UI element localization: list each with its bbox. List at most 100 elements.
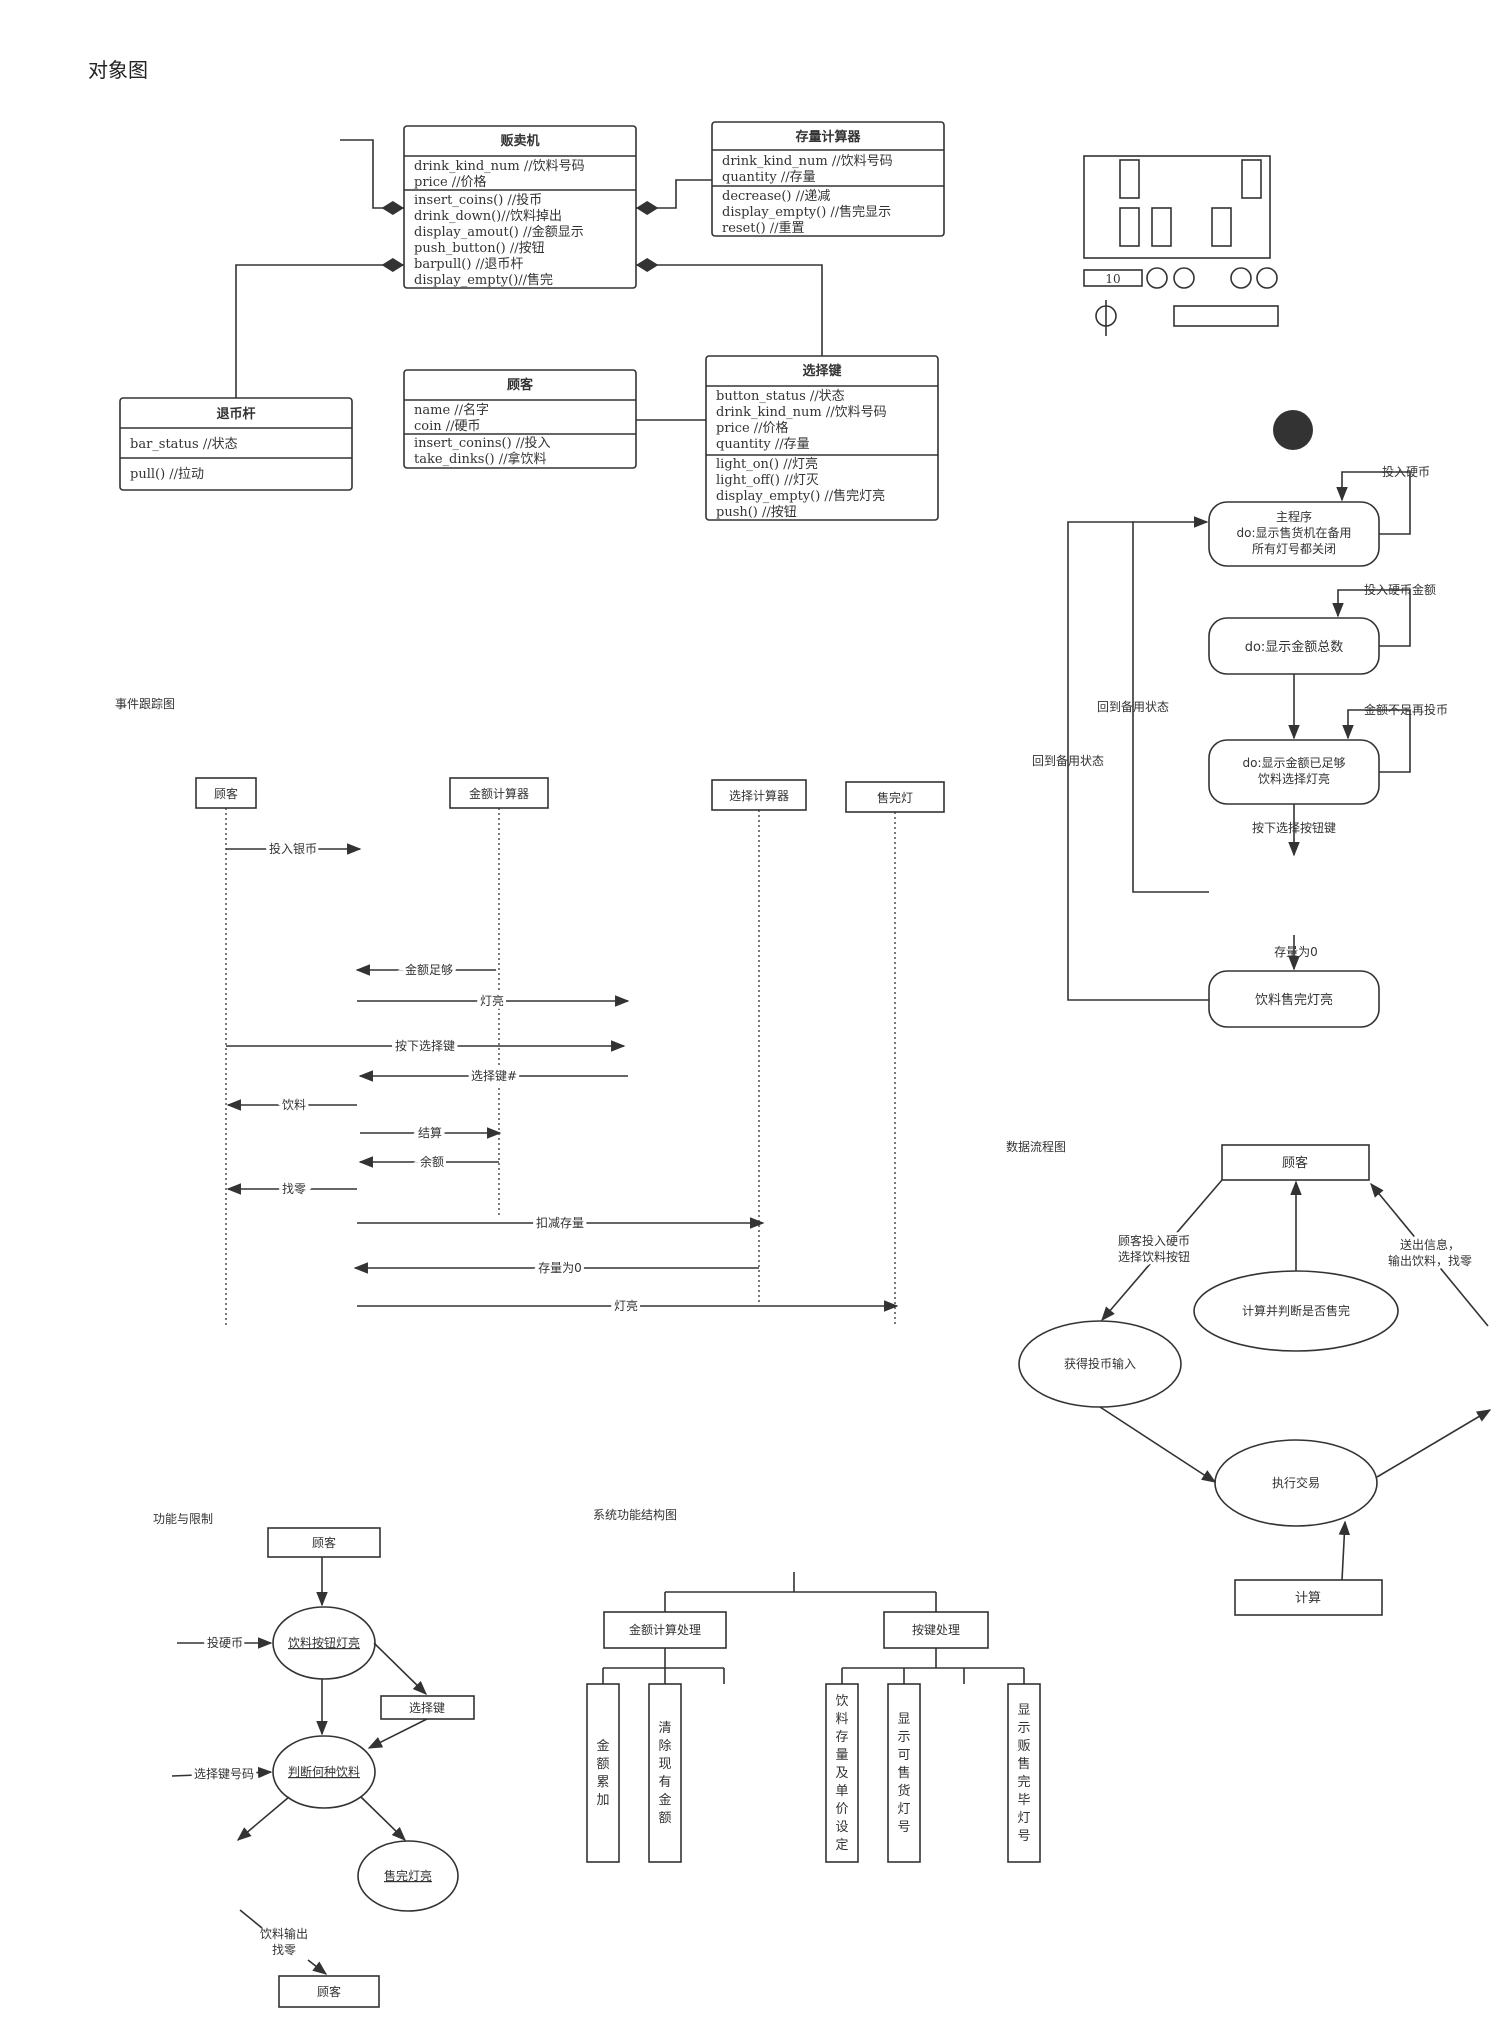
diagram-shape xyxy=(1119,207,1140,247)
diagram-shape xyxy=(825,1683,859,1863)
diagram-label: 回到备用状态 xyxy=(1097,700,1169,714)
structure-leaf-label: 显示可售货灯号 xyxy=(897,1712,910,1835)
diagram-label: 投入硬币金额 xyxy=(1364,582,1436,597)
df-execute xyxy=(1214,1439,1378,1527)
class-title: 贩卖机 xyxy=(500,133,539,149)
method: display_empty() //售完显示 xyxy=(722,204,891,220)
attr: quantity //存量 xyxy=(716,437,810,452)
amount-display-value: 10 xyxy=(1105,272,1120,286)
section-title: 数据流程图 xyxy=(1006,1139,1066,1154)
diagram-shape xyxy=(636,179,712,215)
diagram-shape xyxy=(1119,159,1140,199)
diagram-shape xyxy=(1101,1179,1223,1322)
function-diagram: 功能与限制 顾客 饮料按钮灯亮 选择键 判断何种饮料 售完灯亮 顾客 投硬币 选… xyxy=(153,1512,475,2008)
attr: drink_kind_num //饮料号码 xyxy=(716,405,887,420)
attr: quantity //存量 xyxy=(722,170,816,185)
diagram-label: 按下选择键 xyxy=(395,1039,455,1053)
diagram-label: 金额计算处理 xyxy=(629,1622,701,1637)
diagram-label: 送出信息， xyxy=(1400,1237,1460,1252)
method: push() //按钮 xyxy=(716,505,797,520)
structure-leaf-0: 金额累加 xyxy=(586,1683,620,1863)
diagram-shape xyxy=(235,258,404,398)
diagram-shape xyxy=(1211,207,1232,247)
diagram-label: 投入硬币 xyxy=(1382,464,1430,479)
structure-leaf-label: 显示贩售完毕灯号 xyxy=(1017,1703,1030,1844)
diagram-label: 选择饮料按钮 xyxy=(1118,1249,1190,1264)
fn-judge xyxy=(272,1735,376,1809)
button-icon xyxy=(1230,267,1252,289)
diagram-label: 计算并判断是否售完 xyxy=(1242,1303,1350,1318)
diagram-label: 余额 xyxy=(420,1154,444,1169)
method: decrease() //递减 xyxy=(722,189,830,204)
diagram-shape xyxy=(340,139,404,215)
diagram-shape xyxy=(1342,709,1411,773)
state-sold-out xyxy=(1208,970,1380,1028)
diagram-shape xyxy=(1007,1683,1041,1863)
diagram-label: 售完灯亮 xyxy=(384,1868,432,1883)
structure-leaf-label: 清除现有金额 xyxy=(658,1721,671,1826)
structure-leaf-label: 金额累加 xyxy=(596,1738,609,1808)
diagram-label: 输出饮料，找零 xyxy=(1388,1253,1472,1268)
method: light_off() //灯灭 xyxy=(716,473,819,488)
diagram-shape xyxy=(648,1683,682,1863)
diagram-label: 执行交易 xyxy=(1272,1475,1320,1490)
class-vending-machine: 贩卖机 drink_kind_num //饮料号码 price //价格 ins… xyxy=(403,125,637,289)
method: display_amout() //金额显示 xyxy=(414,224,584,240)
attr: drink_kind_num //饮料号码 xyxy=(414,159,585,174)
diagram-label: 所有灯号都关闭 xyxy=(1252,542,1336,556)
diagram-shape xyxy=(1083,155,1271,259)
diagram-label: 按下选择按钮键 xyxy=(1252,820,1336,835)
vending-machine-sketch: 10 xyxy=(1083,155,1279,336)
button-icon xyxy=(1256,267,1278,289)
diagram-label: 灯亮 xyxy=(614,1298,638,1313)
fn-select-key xyxy=(380,1695,475,1720)
section-title: 事件跟踪图 xyxy=(115,697,175,711)
diagram-shape xyxy=(1132,516,1209,893)
diagram-label: 投入银币 xyxy=(269,841,317,856)
attr: name //名字 xyxy=(414,402,489,418)
diagram-label: 金额计算器 xyxy=(469,786,529,801)
method: display_empty()//售完 xyxy=(414,272,553,288)
button-icon xyxy=(1173,267,1195,289)
class-title: 选择键 xyxy=(802,363,841,379)
data-flow-diagram: 数据流程图 顾客 计算并判断是否售完 获得投币输入 执行交易 计算 顾客投入硬币… xyxy=(1006,1139,1492,1616)
diagram-label: 灯亮 xyxy=(480,993,504,1008)
diagram-label: 投硬币 xyxy=(207,1635,243,1650)
attr: bar_status //状态 xyxy=(130,437,238,452)
diagram-shape xyxy=(1370,1182,1489,1327)
diagram-label: do:显示售货机在备用 xyxy=(1236,525,1351,540)
actor-box xyxy=(195,777,257,809)
class-customer: 顾客 name //名字 coin //硬币 insert_conins() /… xyxy=(403,369,637,469)
class-title: 存量计算器 xyxy=(795,129,861,145)
diagram-label: 按键处理 xyxy=(912,1623,960,1637)
diagram-label: 扣减存量 xyxy=(536,1216,584,1230)
attr: button_status //状态 xyxy=(716,389,845,404)
diagram-shape xyxy=(367,1718,428,1749)
method: pull() //拉动 xyxy=(130,467,204,482)
method: light_on() //灯亮 xyxy=(716,456,818,472)
diagram-shape xyxy=(1376,1409,1492,1478)
diagram-label: 存量为0 xyxy=(538,1261,582,1275)
method: display_empty() //售完灯亮 xyxy=(716,488,885,504)
method: insert_conins() //投入 xyxy=(414,435,551,451)
section-title: 功能与限制 xyxy=(153,1512,213,1526)
structure-leaf-4: 显示贩售完毕灯号 xyxy=(1007,1683,1041,1863)
diagram-label: 金额足够 xyxy=(405,962,453,977)
message-arrows: 投入银币 金额足够 灯亮 按下选择键 选择键# 饮料 结算 余额 找零 扣减存量… xyxy=(226,838,899,1316)
diagram-label: 顾客 xyxy=(317,1984,341,1999)
diagram-label: 找零 xyxy=(272,1943,296,1957)
amount-display xyxy=(1083,269,1143,287)
diagram-shape xyxy=(1332,589,1411,647)
diagram-label: 饮料选择灯亮 xyxy=(1258,771,1330,786)
diagram-label: 顾客投入硬币 xyxy=(1118,1233,1190,1248)
method: reset() //重置 xyxy=(722,220,805,236)
class-stock-counter: 存量计算器 drink_kind_num //饮料号码 quantity //存… xyxy=(711,121,945,237)
attr: price //价格 xyxy=(716,420,789,436)
object-diagram: 贩卖机 drink_kind_num //饮料号码 price //价格 ins… xyxy=(119,121,945,521)
diagram-label: 饮料 xyxy=(282,1098,306,1112)
class-coin-lever: 退币杆 bar_status //状态 pull() //拉动 xyxy=(119,397,353,491)
structure-leaf-1: 清除现有金额 xyxy=(648,1683,682,1863)
diagram-label: 售完灯 xyxy=(877,790,913,805)
diagram-shape xyxy=(1067,521,1209,1001)
diagram-shape xyxy=(236,1796,290,1841)
